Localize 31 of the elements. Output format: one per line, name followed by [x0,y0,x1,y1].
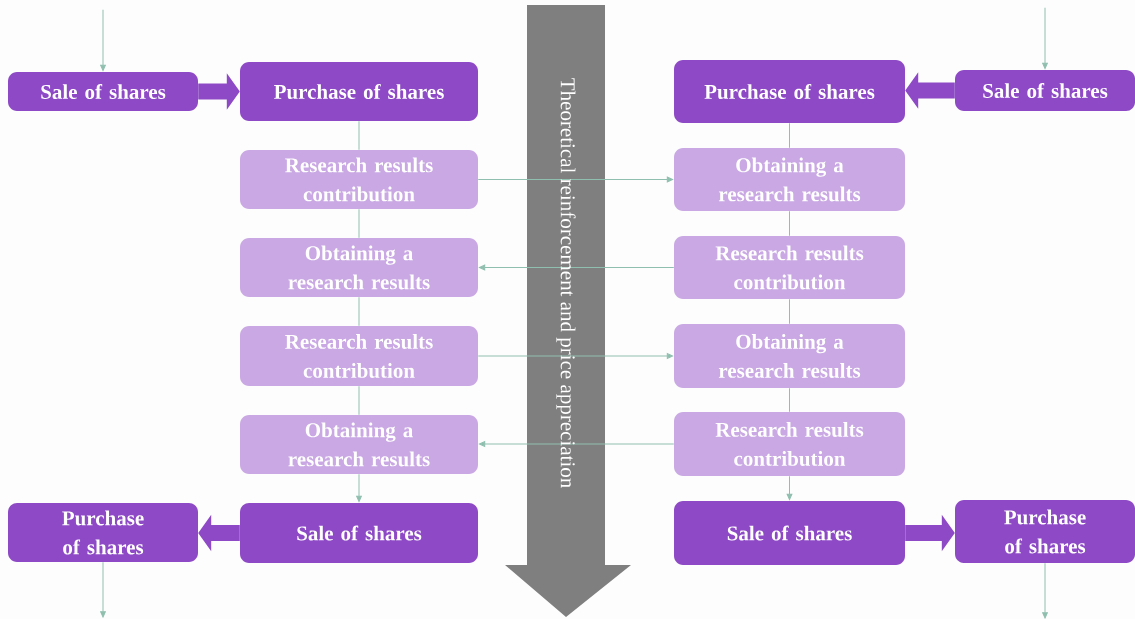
connector-line [358,385,360,416]
connector-line [358,296,360,327]
arrow [100,9,106,72]
arrow [477,176,674,183]
connector-line [789,387,790,413]
connector-line [358,120,360,151]
arrow [1042,7,1048,70]
arrow-label: Theoretical reinforcement and price appreciation [556,78,576,488]
arrow [479,264,675,271]
process-box: Obtaining a research results [674,324,905,388]
process-box: Research results contribution [674,412,905,476]
arrow [100,561,106,618]
process-box: Obtaining a research results [674,148,905,211]
arrow [786,475,793,501]
connector-line [789,210,790,237]
process-box: Sale of shares [674,501,905,565]
process-box: Sale of shares [8,72,198,111]
process-box: Research results contribution [240,150,478,209]
process-box: Obtaining a research results [240,238,478,297]
process-box: Obtaining a research results [240,415,478,474]
arrow [356,473,362,503]
process-box: Sale of shares [955,70,1135,111]
arrow [479,441,675,447]
process-box: Sale of shares [240,503,478,563]
connector-line [789,122,790,149]
process-box: Research results contribution [240,326,478,386]
connector-line [358,208,360,239]
arrow [477,353,674,359]
process-box: Research results contribution [674,236,905,299]
arrow [1042,562,1048,619]
connector-line [789,298,790,325]
